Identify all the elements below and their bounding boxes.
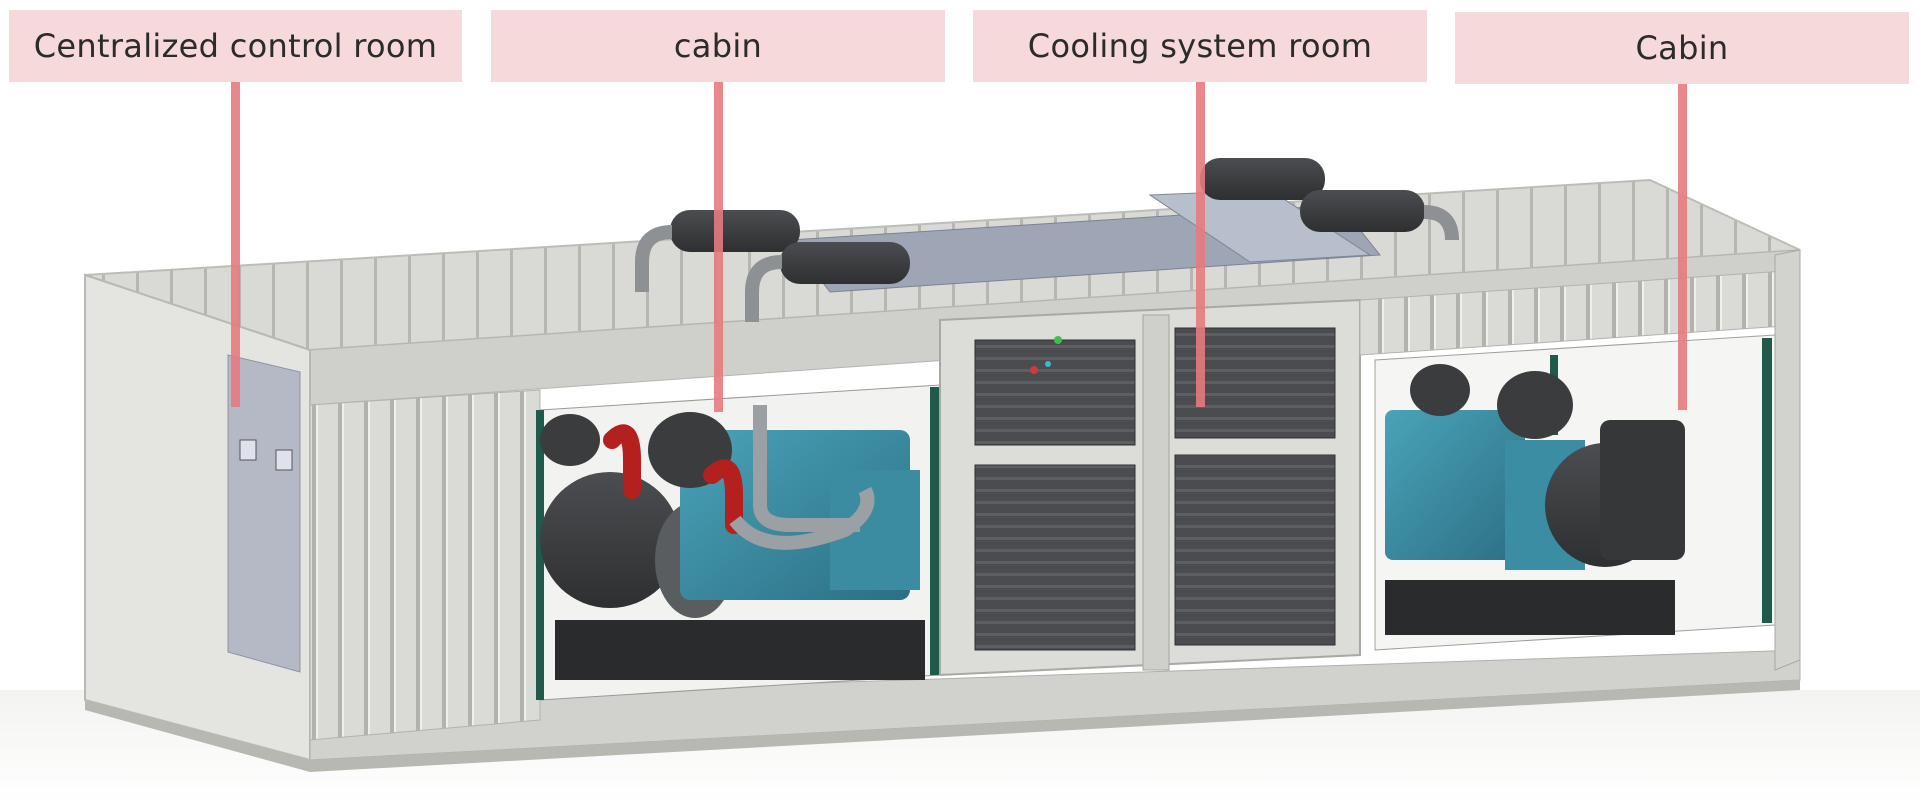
muffler-left-1	[635, 210, 800, 292]
leader-line-control-room	[231, 82, 240, 407]
engine-unit-right	[1385, 364, 1685, 635]
container-right-end	[1774, 249, 1801, 671]
axis-gizmo-green	[1054, 336, 1062, 344]
label-cabin-right: Cabin	[1455, 12, 1909, 84]
leader-line-cabin-right	[1678, 84, 1687, 410]
radiator-panel-top-left	[974, 339, 1136, 446]
control-cabinet	[227, 354, 301, 673]
cabin-right-door-post	[1762, 338, 1772, 623]
muffler-right-1	[1200, 158, 1325, 200]
muffler-left-2	[745, 242, 910, 322]
label-centralized-control-room: Centralized control room	[9, 10, 462, 82]
cooling-room-door-seam	[1142, 314, 1170, 671]
leader-line-cabin-left	[714, 82, 723, 412]
engine-unit-left	[540, 405, 925, 680]
cabin-left-door-post	[536, 410, 544, 700]
radiator-panel-bottom-left	[974, 464, 1136, 651]
cabin-left-door-post-right	[930, 387, 939, 675]
control-room-front-louvers	[309, 389, 541, 741]
axis-gizmo-cyan	[1045, 361, 1051, 367]
leader-line-cooling-room	[1196, 82, 1205, 407]
label-cooling-system-room: Cooling system room	[973, 10, 1427, 82]
muffler-right-2	[1300, 190, 1459, 241]
label-cabin-left: cabin	[491, 10, 945, 82]
control-panel-gauge-2	[275, 449, 293, 471]
axis-gizmo-red	[1030, 366, 1038, 374]
radiator-panel-bottom-right	[1174, 454, 1336, 646]
control-panel-gauge-1	[239, 439, 257, 461]
